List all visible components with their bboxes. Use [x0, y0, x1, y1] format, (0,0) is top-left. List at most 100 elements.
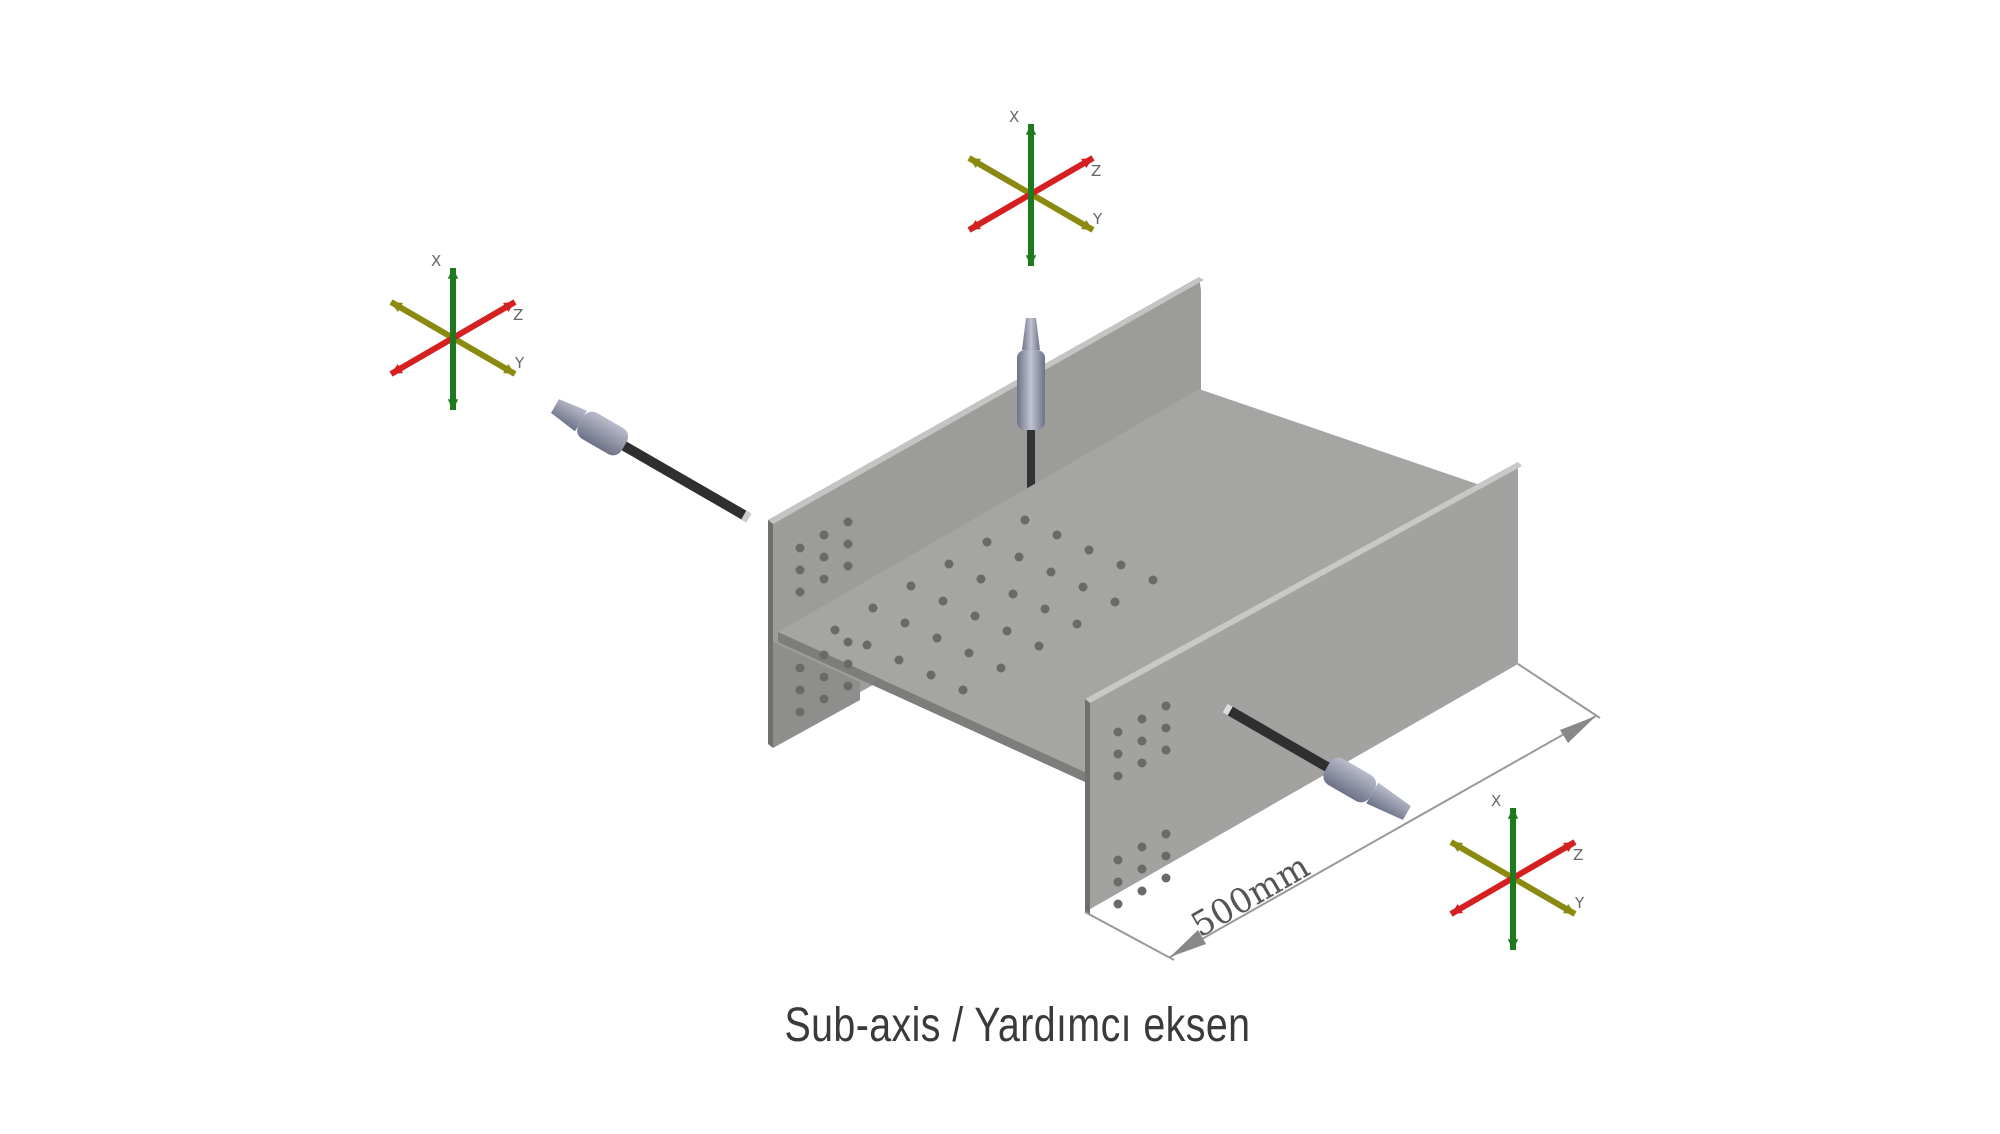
- floor-plate: [778, 389, 1518, 782]
- wall-hole: [819, 552, 829, 562]
- floor-hole: [830, 625, 840, 635]
- x-axis-arrow-arrowhead: [447, 268, 459, 279]
- wall-hole: [843, 637, 853, 647]
- x-axis-label: X: [431, 252, 441, 270]
- dimension-500mm: [1084, 663, 1601, 961]
- caption: Sub-axis / Yardımcı eksen: [784, 999, 1251, 1052]
- floor-hole: [964, 648, 974, 658]
- x-axis-arrow-arrowhead: [1025, 124, 1037, 135]
- wall-hole: [795, 685, 805, 695]
- left-wall-hole-pattern: [795, 517, 853, 717]
- floor-hole: [1052, 530, 1062, 540]
- wall-hole: [1113, 727, 1123, 737]
- extension-line-front: [1084, 911, 1175, 961]
- floor-hole: [906, 581, 916, 591]
- dimension-arrow-start: [1170, 930, 1206, 957]
- wall-hole: [843, 517, 853, 527]
- z-axis-arrow-arrowhead: [1563, 842, 1575, 852]
- floor-hole: [1020, 515, 1030, 525]
- extension-line-back: [1517, 663, 1601, 719]
- wall-hole: [819, 574, 829, 584]
- floor-hole: [1014, 552, 1024, 562]
- floor-hole: [1040, 604, 1050, 614]
- wall-hole: [843, 561, 853, 571]
- y-axis-arrow-arrowhead: [391, 302, 403, 312]
- wall-hole: [843, 681, 853, 691]
- floor-hole: [982, 537, 992, 547]
- floor-hole: [862, 640, 872, 650]
- vertical-drill-tool: [1017, 318, 1045, 512]
- left-drill-tool: [551, 399, 752, 523]
- wall-hole: [819, 650, 829, 660]
- z-axis-arrow-arrowhead: [1451, 904, 1463, 914]
- x-axis-arrow-arrowhead: [1025, 255, 1037, 266]
- wall-hole: [1113, 855, 1123, 865]
- floor-hole: [1078, 582, 1088, 592]
- wall-hole: [1137, 864, 1147, 874]
- axis-gizmo-left: XZY: [389, 252, 525, 410]
- floor-hole: [1046, 567, 1056, 577]
- floor-hole: [1002, 626, 1012, 636]
- right-drill-tool: [1222, 703, 1411, 820]
- left-wall-lower: [773, 642, 860, 748]
- wall-hole: [1161, 745, 1171, 755]
- floor-hole: [996, 663, 1006, 673]
- wall-hole: [795, 663, 805, 673]
- wall-hole: [1113, 877, 1123, 887]
- floor-hole: [932, 633, 942, 643]
- axis-gizmo-right: XZY: [1449, 792, 1585, 950]
- y-axis-arrow-arrowhead: [503, 364, 515, 374]
- axis-gizmo-top: X Z Y: [967, 108, 1103, 266]
- z-axis-arrow-arrowhead: [503, 302, 515, 312]
- x-axis-label: X: [1491, 792, 1501, 810]
- wall-hole: [819, 672, 829, 682]
- wall-hole: [1113, 749, 1123, 759]
- floor-hole: [938, 596, 948, 606]
- y-axis-arrow-arrowhead: [969, 158, 981, 168]
- y-axis-label: Y: [1092, 210, 1103, 228]
- x-axis-arrow-arrowhead: [447, 399, 459, 410]
- floor-hole: [868, 603, 878, 613]
- floor-hole: [1084, 545, 1094, 555]
- wall-hole: [1161, 873, 1171, 883]
- floor-hole-pattern: [830, 515, 1158, 695]
- floor-hole: [1148, 575, 1158, 585]
- floor-hole: [894, 655, 904, 665]
- floor-hole: [1072, 619, 1082, 629]
- wall-hole: [795, 587, 805, 597]
- wall-hole: [1161, 701, 1171, 711]
- wall-hole: [1161, 723, 1171, 733]
- wall-hole: [1161, 829, 1171, 839]
- floor-hole: [944, 559, 954, 569]
- wall-hole: [819, 530, 829, 540]
- x-axis-label: X: [1009, 108, 1019, 126]
- wall-hole: [1113, 771, 1123, 781]
- z-axis-arrow-arrowhead: [1081, 158, 1093, 168]
- y-axis-arrow-arrowhead: [1081, 220, 1093, 230]
- wall-hole: [1137, 842, 1147, 852]
- y-axis-label: Y: [1574, 894, 1585, 912]
- floor-hole: [958, 685, 968, 695]
- right-wall: [1085, 462, 1522, 915]
- right-wall-hole-pattern: [1113, 701, 1171, 909]
- wall-hole: [795, 707, 805, 717]
- z-axis-arrow-arrowhead: [391, 364, 403, 374]
- wall-hole: [1137, 886, 1147, 896]
- y-axis-arrow-arrowhead: [1451, 842, 1463, 852]
- floor-hole: [1116, 560, 1126, 570]
- wall-hole: [1137, 736, 1147, 746]
- z-axis-label: Z: [1091, 162, 1101, 180]
- x-axis-arrow-arrowhead: [1507, 939, 1519, 950]
- floor-hole: [1034, 641, 1044, 651]
- wall-hole: [843, 659, 853, 669]
- wall-hole: [1113, 899, 1123, 909]
- y-axis-arrow-arrowhead: [1563, 904, 1575, 914]
- floor-hole: [1110, 597, 1120, 607]
- wall-hole: [1137, 758, 1147, 768]
- wall-hole: [795, 565, 805, 575]
- floor-hole: [900, 618, 910, 628]
- y-axis-label: Y: [514, 354, 525, 372]
- dimension-line: [1169, 715, 1597, 958]
